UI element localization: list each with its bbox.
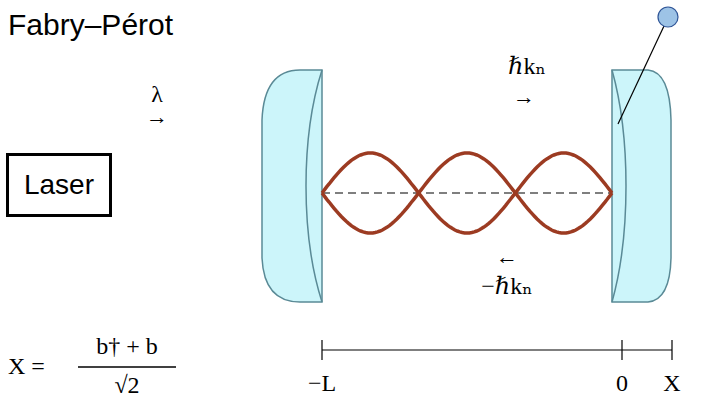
tick <box>321 340 322 360</box>
left-mirror <box>262 70 322 302</box>
cavity-axis <box>322 192 612 193</box>
tick <box>621 340 622 360</box>
title: Fabry–Pérot <box>8 10 173 40</box>
mirror-face <box>306 70 322 302</box>
momentum-label: ℏkₙ <box>508 54 546 78</box>
right-mirror <box>612 70 671 302</box>
formula-numerator: b† + b <box>96 334 158 358</box>
arrow-symbol: → <box>146 106 168 128</box>
laser-box: Laser <box>6 153 112 217</box>
dimension-label: X <box>663 371 680 395</box>
node-text: Laser <box>24 169 94 201</box>
dimension-label: 0 <box>616 371 628 395</box>
pendulum-bob <box>658 7 678 27</box>
tick <box>671 340 672 360</box>
formula-denominator: √2 <box>114 373 139 397</box>
formula-lhs: X = <box>8 354 45 378</box>
pendulum-rod <box>618 26 664 124</box>
wave-curve <box>322 153 612 233</box>
dimension-label: −L <box>308 371 336 395</box>
momentum-label: −ℏkₙ <box>481 274 532 298</box>
standing-wave <box>322 153 612 233</box>
wavelength-label: λ <box>151 82 163 106</box>
arrow-symbol: → <box>513 86 535 108</box>
mirror-face <box>612 70 626 302</box>
fraction-bar <box>78 366 176 368</box>
arrow-symbol: ← <box>496 246 518 268</box>
wave-curve <box>322 153 612 233</box>
scale-bar <box>322 349 672 350</box>
